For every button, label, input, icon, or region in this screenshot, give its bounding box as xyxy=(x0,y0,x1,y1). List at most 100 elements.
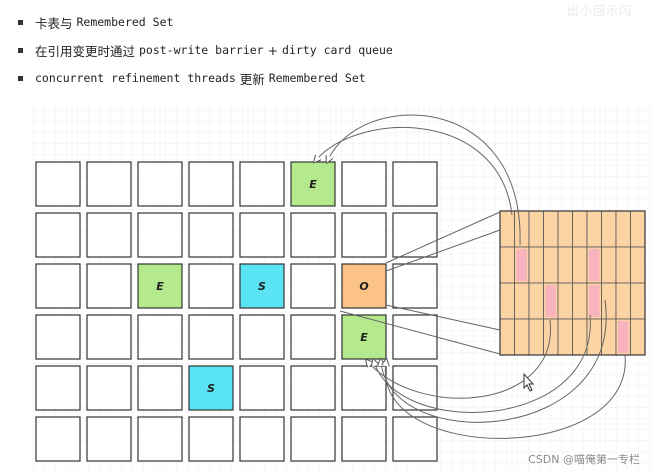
heap-region-free xyxy=(35,161,81,207)
rs-curve-bottom-3 xyxy=(381,299,607,423)
heap-region-eden xyxy=(341,314,387,360)
heap-region-free xyxy=(137,161,183,207)
bullet-item: 卡表与 Remembered Set xyxy=(14,8,634,36)
faint-header-text: 出小回示闪 xyxy=(566,4,632,18)
bullet-text-part: Remembered Set xyxy=(76,15,174,29)
card-table-border xyxy=(499,210,646,356)
card-entry xyxy=(630,210,646,248)
bullet-text-part: 更新 xyxy=(235,71,269,87)
card-entry xyxy=(601,282,617,320)
heap-region-old xyxy=(341,263,387,309)
bullet-text-part: + xyxy=(263,42,283,58)
heap-region-free xyxy=(239,314,285,360)
heap-region-label: S xyxy=(207,382,215,395)
heap-region-free xyxy=(35,416,81,462)
heap-region-free xyxy=(341,416,387,462)
heap-region-label: O xyxy=(359,280,368,293)
card-entry xyxy=(528,210,544,248)
heap-region-free xyxy=(290,263,336,309)
rs-curve-bottom-4 xyxy=(385,354,626,439)
heap-region-free xyxy=(137,365,183,411)
heap-region-free xyxy=(86,212,132,258)
bullet-text-part: 在引用变更时通过 xyxy=(35,43,139,59)
heap-region-free xyxy=(290,416,336,462)
bullet-dot-icon xyxy=(18,75,23,81)
heap-region-free xyxy=(290,212,336,258)
card-to-old-line-3 xyxy=(385,304,501,331)
bullet-dot-icon xyxy=(18,19,23,25)
card-entry xyxy=(557,246,573,284)
heap-region-free xyxy=(392,365,438,411)
card-entry xyxy=(528,246,544,284)
dirty-card-entry xyxy=(618,321,629,353)
dirty-card-entry xyxy=(589,249,600,281)
dirty-card-entry xyxy=(589,285,600,317)
heap-region-free xyxy=(188,416,234,462)
card-entry xyxy=(499,210,515,248)
card-to-old-line-1 xyxy=(385,211,501,264)
heap-region-eden xyxy=(137,263,183,309)
card-entry xyxy=(528,282,544,320)
reference-lines xyxy=(316,114,626,439)
card-entry xyxy=(557,210,573,248)
card-entry xyxy=(586,210,602,248)
card-entry xyxy=(514,210,530,248)
heap-region-free xyxy=(86,161,132,207)
card-entry xyxy=(615,246,631,284)
heap-region-free xyxy=(35,263,81,309)
heap-region-free xyxy=(239,212,285,258)
heap-region-free xyxy=(86,263,132,309)
heap-region-label: E xyxy=(156,280,164,293)
card-to-old-line-4 xyxy=(339,310,501,355)
card-entry xyxy=(572,210,588,248)
heap-region-free xyxy=(137,212,183,258)
heap-region-free xyxy=(86,365,132,411)
heap-region-free xyxy=(341,161,387,207)
heap-region-free xyxy=(290,314,336,360)
heap-region-free xyxy=(35,314,81,360)
heap-region-free xyxy=(86,416,132,462)
heap-region-label: S xyxy=(258,280,266,293)
card-table xyxy=(499,210,646,356)
heap-region-free xyxy=(137,314,183,360)
card-entry xyxy=(630,282,646,320)
card-entry xyxy=(514,318,530,356)
rs-curve-bottom-2 xyxy=(374,314,591,413)
rs-curve-bottom-1 xyxy=(368,319,551,399)
heap-region-survivor xyxy=(239,263,285,309)
heap-region-label: E xyxy=(309,178,317,191)
card-entry xyxy=(528,318,544,356)
dirty-card-entry xyxy=(545,285,556,317)
bullet-dot-icon xyxy=(18,47,23,53)
card-entry xyxy=(630,318,646,356)
heap-region-free xyxy=(392,161,438,207)
card-entry xyxy=(572,318,588,356)
card-entry xyxy=(557,318,573,356)
card-entry xyxy=(601,246,617,284)
bullet-text-part: 卡表与 xyxy=(35,15,77,31)
bullet-list: 卡表与 Remembered Set 在引用变更时通过 post-write ba… xyxy=(14,8,634,92)
heap-region-free xyxy=(392,263,438,309)
dirty-card-entry xyxy=(516,249,527,281)
rs-curve-top-1 xyxy=(316,127,513,216)
heap-region-free xyxy=(392,314,438,360)
bullet-text-part: post-write barrier xyxy=(138,43,264,57)
heap-region-free xyxy=(35,365,81,411)
card-entry xyxy=(543,246,559,284)
bullet-text-part: Remembered Set xyxy=(268,71,366,85)
heap-region-free xyxy=(392,416,438,462)
card-entry xyxy=(514,282,530,320)
card-to-old-line-2 xyxy=(385,229,501,272)
card-entry xyxy=(630,246,646,284)
heap-region-free xyxy=(188,212,234,258)
rs-curve-top-2 xyxy=(328,114,521,246)
heap-region-free xyxy=(290,365,336,411)
bullet-item: concurrent refinement threads 更新 Remembe… xyxy=(14,64,634,92)
heap-region-free xyxy=(188,161,234,207)
mouse-cursor-icon xyxy=(523,372,535,392)
heap-region-free xyxy=(239,365,285,411)
heap-region-eden xyxy=(290,161,336,207)
heap-region-free xyxy=(137,416,183,462)
heap-region-free xyxy=(239,416,285,462)
